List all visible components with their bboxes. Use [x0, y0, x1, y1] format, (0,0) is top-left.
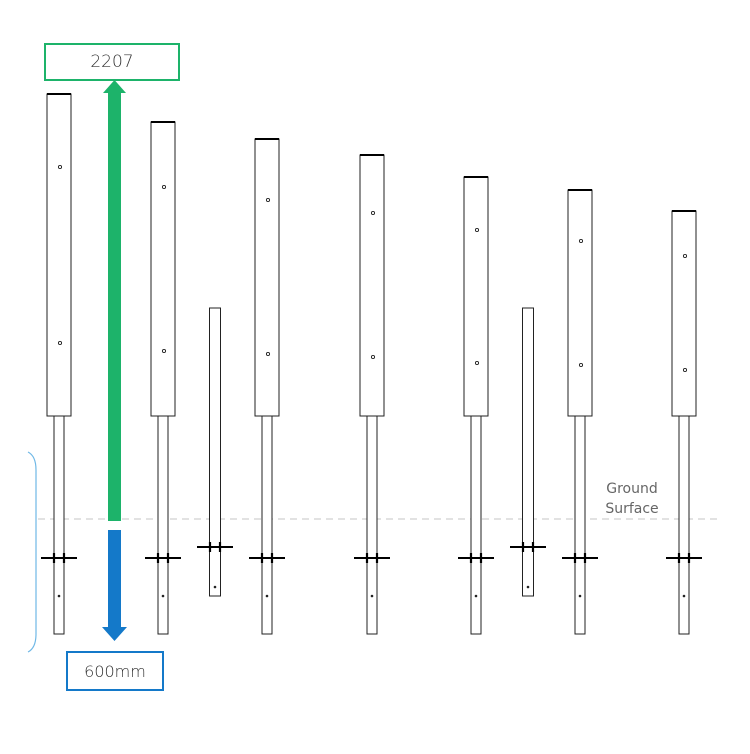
- post-7-fin-tabs: [677, 553, 691, 563]
- post-2-spike-hole: [161, 594, 165, 598]
- short-spike-2-fin-tabs: [521, 542, 535, 552]
- post-6-sleeve: [567, 189, 593, 417]
- post-3-spike-hole: [265, 594, 269, 598]
- post-4-spike-hole: [370, 594, 374, 598]
- post-7-spike: [678, 415, 690, 635]
- post-1: [41, 93, 77, 635]
- post-6-spike-hole: [578, 594, 582, 598]
- post-7-spike-hole: [682, 594, 686, 598]
- post-2-fin-tabs: [156, 553, 170, 563]
- depth-label: 600mm: [66, 651, 164, 691]
- post-2-hole-1: [161, 184, 167, 190]
- short-spike-2-body: [522, 307, 534, 597]
- post-6-fin-tabs: [573, 553, 587, 563]
- short-spike-1-fin-tabs: [208, 542, 222, 552]
- post-5: [458, 176, 494, 635]
- post-4-hole-1: [370, 210, 376, 216]
- post-1-sleeve: [46, 93, 72, 417]
- short-spike-2-hole: [526, 585, 530, 589]
- post-1-hole-2: [57, 340, 63, 346]
- post-5-hole-1: [474, 227, 480, 233]
- post-5-spike-hole: [474, 594, 478, 598]
- post-4-hole-2: [370, 354, 376, 360]
- post-6: [562, 189, 598, 635]
- post-1-hole-1: [57, 164, 63, 170]
- post-4-sleeve: [359, 154, 385, 417]
- post-4: [354, 154, 390, 635]
- short-spike-1: [197, 307, 233, 597]
- post-3-hole-1: [265, 197, 271, 203]
- post-5-hole-2: [474, 360, 480, 366]
- depth-bracket: [27, 451, 37, 653]
- post-5-spike: [470, 415, 482, 635]
- ground-label-line1: Ground: [606, 481, 658, 497]
- post-2-spike: [157, 415, 169, 635]
- post-6-hole-2: [578, 362, 584, 368]
- post-1-spike-hole: [57, 594, 61, 598]
- post-1-spike: [53, 415, 65, 635]
- post-5-fin-tabs: [469, 553, 483, 563]
- post-2-sleeve: [150, 121, 176, 417]
- post-3-sleeve: [254, 138, 280, 417]
- post-3-spike: [261, 415, 273, 635]
- post-7: [666, 210, 702, 635]
- post-5-sleeve: [463, 176, 489, 417]
- short-spike-1-hole: [213, 585, 217, 589]
- post-4-spike: [366, 415, 378, 635]
- post-7-sleeve: [671, 210, 697, 417]
- post-2-hole-2: [161, 348, 167, 354]
- post-3-hole-2: [265, 351, 271, 357]
- height-label: 2207: [44, 43, 180, 81]
- ground-label-line2: Surface: [605, 501, 659, 517]
- post-7-hole-2: [682, 367, 688, 373]
- short-spike-1-body: [209, 307, 221, 597]
- ground-surface-label: Ground Surface: [596, 479, 668, 519]
- posts-group: [41, 93, 702, 635]
- height-arrow: [103, 80, 126, 521]
- post-1-fin-tabs: [52, 553, 66, 563]
- post-6-spike: [574, 415, 586, 635]
- post-2: [145, 121, 181, 635]
- post-3: [249, 138, 285, 635]
- short-spike-2: [510, 307, 546, 597]
- post-7-hole-1: [682, 253, 688, 259]
- depth-arrow: [102, 530, 127, 641]
- post-3-fin-tabs: [260, 553, 274, 563]
- post-4-fin-tabs: [365, 553, 379, 563]
- post-6-hole-1: [578, 238, 584, 244]
